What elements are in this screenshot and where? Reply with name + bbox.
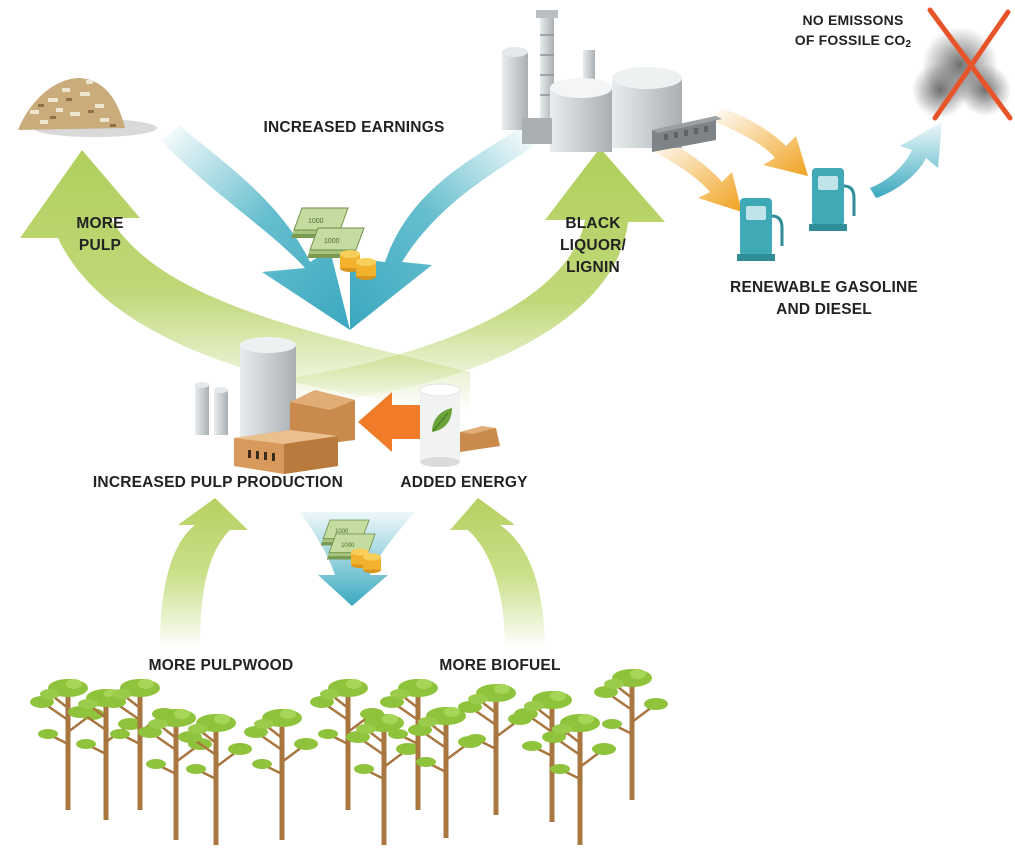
- black-liquor-line3: LIGNIN: [566, 259, 620, 276]
- no-emissions-label: NO EMISSONS OF FOSSILE CO2: [778, 10, 928, 55]
- black-liquor-line1: BLACK: [565, 215, 621, 232]
- more-pulp-label: MORE PULP: [70, 213, 130, 257]
- co2-subscript: 2: [905, 39, 912, 50]
- more-pulp-line2: PULP: [78, 237, 122, 254]
- smoke-cloud-icon: [912, 27, 1011, 118]
- more-pulp-line1: MORE: [76, 215, 124, 232]
- more-pulpwood-arrow: [160, 498, 248, 650]
- tree-icon: [344, 712, 422, 847]
- more-biofuel-arrow: [450, 498, 545, 650]
- tree-icon: [512, 689, 590, 824]
- leaf-icon: [432, 408, 452, 432]
- fuel-arrow-2: [710, 108, 808, 176]
- more-pulp-arrow: [20, 150, 470, 410]
- renewable-fuels-label: RENEWABLE GASOLINE AND DIESEL: [706, 277, 942, 321]
- power-plant-icon: [419, 383, 500, 467]
- no-emissions-line1: NO EMISSONS: [802, 12, 904, 28]
- tree-icon: [592, 667, 670, 802]
- fuel-pump-icon: [807, 166, 856, 233]
- no-emissions-line2: OF FOSSILE CO2: [778, 30, 928, 55]
- tree-icon: [66, 687, 144, 822]
- more-biofuel-label: MORE BIOFUEL: [439, 657, 561, 674]
- tree-icon: [242, 707, 320, 842]
- tree-icon: [100, 677, 178, 812]
- emission-arrow: [870, 122, 942, 198]
- coin-stack-icon: [363, 553, 381, 574]
- increased-earnings-label: INCREASED EARNINGS: [263, 119, 445, 136]
- tree-icon: [308, 677, 386, 812]
- fuel-pump-icon: [735, 196, 784, 263]
- refinery-icon: [502, 10, 722, 152]
- black-liquor-label: BLACK LIQUOR/ LIGNIN: [556, 213, 630, 279]
- cross-icon: [927, 7, 1013, 121]
- fuel-arrow-1: [650, 138, 742, 212]
- coin-stack-icon: [356, 258, 376, 280]
- energy-arrow: [358, 392, 430, 452]
- forest: [28, 667, 670, 847]
- increased-earnings-arrow-left: [160, 126, 350, 330]
- tree-icon: [456, 682, 534, 817]
- renewable-line2: AND DIESEL: [776, 301, 872, 318]
- added-energy-label: ADDED ENERGY: [400, 474, 528, 491]
- increased-pulp-production-label: INCREASED PULP PRODUCTION: [92, 474, 344, 491]
- black-liquor-line2: LIQUOR/: [560, 237, 626, 254]
- black-liquor-arrow: [290, 148, 665, 405]
- renewable-line1: RENEWABLE GASOLINE: [730, 279, 918, 296]
- more-pulpwood-label: MORE PULPWOOD: [148, 657, 294, 674]
- pulp-mill-icon: [195, 337, 355, 474]
- tree-icon: [176, 712, 254, 847]
- wood-chips-icon: [18, 78, 157, 137]
- no-emissions-line2-text: OF FOSSILE CO: [794, 32, 906, 48]
- increased-earnings-arrow-right: [350, 128, 535, 330]
